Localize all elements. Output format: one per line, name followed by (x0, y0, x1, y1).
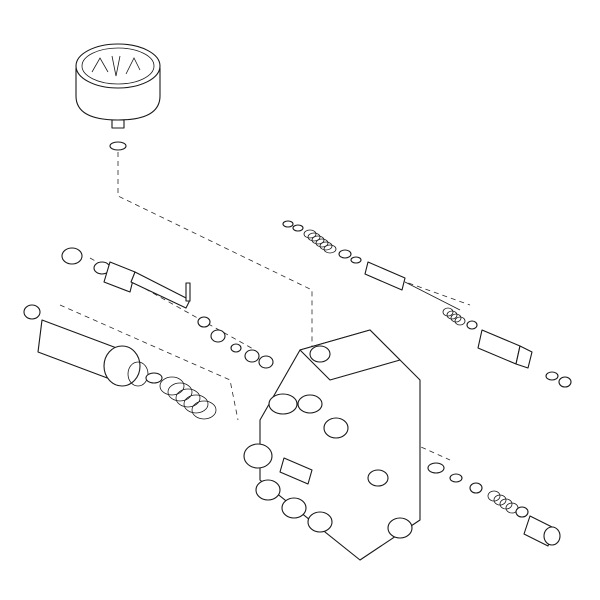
body-top (299, 329, 401, 381)
right-port-1 (367, 469, 389, 487)
detent-ball (449, 473, 463, 483)
lower-spring (442, 307, 466, 326)
plug-hex (543, 526, 561, 546)
washer-12 (258, 355, 274, 369)
nut-1 (558, 376, 572, 388)
right-port-2 (387, 517, 413, 539)
stem-rod (404, 281, 461, 311)
knob-nut (23, 304, 41, 320)
cartridge-body (477, 329, 521, 365)
washer-4 (350, 256, 362, 264)
gauge-logo (91, 55, 141, 77)
nut-2 (61, 247, 83, 265)
knob-collar (127, 361, 149, 387)
left-stem-assembly (61, 247, 274, 369)
threaded-stem (130, 271, 191, 309)
washer-6 (545, 371, 559, 381)
detent-washer-2 (469, 482, 483, 494)
washer-2 (292, 224, 304, 232)
roll-pin (185, 282, 191, 302)
handle-knob (23, 304, 217, 420)
bottom-port-2 (281, 497, 307, 519)
side-port-1 (243, 443, 273, 469)
knob-spring (159, 376, 217, 420)
side-fitting (279, 457, 313, 485)
relief-valve-assembly (282, 220, 572, 388)
detent-washer-1 (427, 462, 445, 474)
washer-3 (338, 249, 352, 259)
valve-body (243, 329, 421, 561)
upper-spring (303, 229, 337, 254)
knob-end (103, 345, 141, 387)
detent-spring (487, 490, 519, 514)
washer-11 (244, 349, 260, 363)
washer-1 (282, 220, 294, 228)
gauge-o-ring (109, 141, 127, 151)
cartridge-hex (515, 345, 533, 369)
port-hex-3 (323, 417, 349, 439)
washer-10 (230, 343, 242, 353)
detent-washer-3 (515, 506, 529, 518)
bottom-port-3 (307, 511, 333, 533)
gauge-leader-line (117, 152, 313, 352)
port-hex-2 (297, 394, 323, 414)
stem-housing (103, 261, 136, 293)
port-hex-1 (268, 393, 298, 415)
knob-washer (145, 372, 163, 384)
washer-8 (197, 316, 211, 328)
bottom-port-1 (255, 479, 281, 501)
cartridge-leader-line (399, 279, 471, 306)
washer-5 (466, 320, 478, 330)
gauge-face (81, 47, 155, 85)
gauge-stem (111, 119, 125, 129)
stem-body (364, 261, 406, 291)
detent-assembly (427, 462, 561, 547)
pressure-gauge (75, 43, 161, 151)
washer-9 (210, 329, 226, 343)
gauge-port (309, 345, 331, 363)
